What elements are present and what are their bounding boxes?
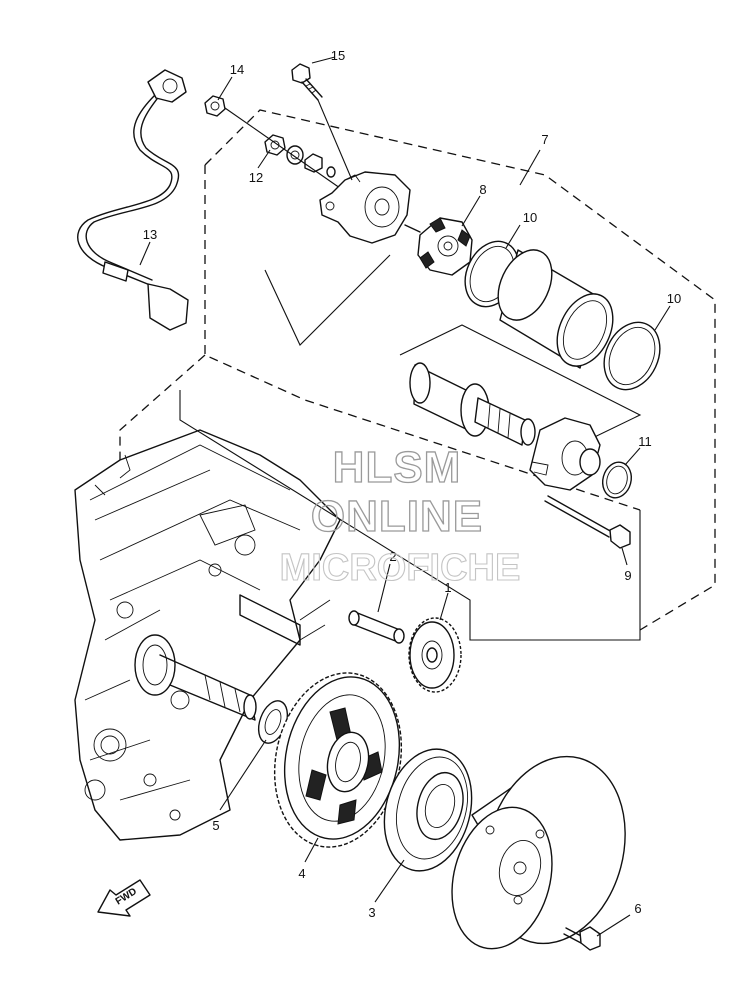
one-way-clutch-3 [383, 748, 473, 872]
callout-9: 9 [624, 568, 631, 583]
callout-3: 3 [368, 905, 375, 920]
nut-12 [264, 134, 336, 178]
callout-4: 4 [298, 866, 305, 881]
watermark: HLSM ONLINE MICROFICHE [279, 442, 521, 589]
starter-front-cover [319, 171, 411, 244]
callout-10-upper: 10 [523, 210, 537, 225]
watermark-line-1: HLSM [333, 443, 462, 492]
callout-5: 5 [212, 818, 219, 833]
o-ring-11 [601, 461, 633, 499]
starter-armature [399, 324, 642, 446]
callout-1: 1 [444, 580, 451, 595]
starter-motor-assembly-boundary [119, 109, 716, 641]
callout-labels: 15 14 7 12 8 10 13 10 11 9 2 1 5 4 3 6 [143, 48, 681, 920]
nut-14 [204, 95, 226, 117]
o-ring-10-lower [603, 321, 661, 391]
starter-yoke [497, 249, 614, 369]
callout-15: 15 [331, 48, 345, 63]
bolt-6 [563, 926, 601, 951]
callout-14: 14 [230, 62, 244, 77]
callout-11: 11 [638, 434, 652, 449]
shaft-2 [348, 610, 405, 644]
watermark-line-2: ONLINE [311, 492, 483, 541]
callout-12: 12 [249, 170, 263, 185]
crankcase-shaft-gear [134, 634, 257, 721]
starter-lead-wire [77, 69, 189, 331]
bolt-15 [291, 63, 323, 101]
callout-8: 8 [479, 182, 486, 197]
starter-rear-cover [529, 417, 601, 491]
callout-6: 6 [634, 901, 641, 916]
through-bolt-9 [544, 495, 631, 549]
callout-7: 7 [541, 132, 548, 147]
starter-wheel-gear-4 [273, 672, 403, 848]
brush-holder-8 [404, 217, 473, 276]
callout-2: 2 [389, 549, 396, 564]
callout-leaders [139, 56, 671, 937]
forward-direction-marker: FWD [97, 879, 151, 917]
callout-13: 13 [143, 227, 157, 242]
callout-10-lower: 10 [667, 291, 681, 306]
watermark-line-3: MICROFICHE [280, 547, 521, 589]
idle-gear-1 [408, 617, 462, 693]
crankcase-outline [74, 429, 341, 841]
generator-rotor [451, 755, 626, 950]
wire-centerline [224, 107, 351, 196]
